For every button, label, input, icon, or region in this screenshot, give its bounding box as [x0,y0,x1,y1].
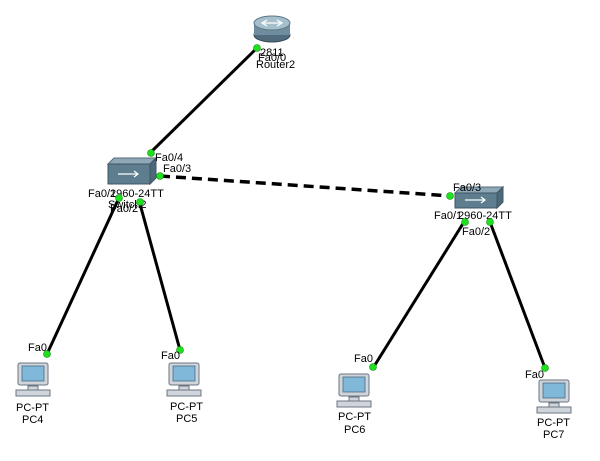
pc-icon [536,379,572,414]
switch-right-port-fa0-3-label: Fa0/3 [453,182,481,194]
switch2-port-fa0-3-label: Fa0/3 [163,163,191,175]
port-status-dot [43,350,51,358]
port-status-dot [253,44,261,52]
port-status-dot [369,363,377,371]
pc-icon [166,362,202,397]
pc4-name-label: PC4 [22,414,43,426]
port-status-dot [136,198,144,206]
link-switch2-switch-right[interactable] [159,174,452,198]
pc5-name-label: PC5 [176,413,197,425]
pc7-name-label: PC7 [543,429,564,441]
pc6-name-label: PC6 [344,424,365,436]
port-status-dot [115,194,123,202]
pc-icon [336,373,372,408]
link-switch2-pc5[interactable] [138,203,182,351]
switch-icon [453,185,505,210]
pc7-device[interactable]: PC-PT PC7 [536,379,572,441]
port-status-dot [176,346,184,354]
link-router-switch2[interactable] [148,45,260,155]
switch2-model-label: 2960-24TT [110,188,164,200]
link-switch-right-pc7[interactable] [488,221,547,369]
pc4-type-label: PC-PT [16,402,49,414]
router-name-label: Router2 [256,59,295,71]
switch-right-model-label: 2960-24TT [458,210,512,222]
port-status-dot [156,172,164,180]
router-model-label: 2811 [260,47,284,59]
router-port-label: Fa0/0 [258,52,286,64]
pc5-type-label: PC-PT [170,401,203,413]
port-status-dot [461,218,469,226]
switch2-port-fa0-4-label: Fa0/4 [155,152,183,164]
link-switch-right-pc6[interactable] [371,221,466,369]
port-status-dot [446,192,454,200]
switch-right-port-fa0-1-label: Fa0/1 [434,210,462,222]
switch-right-device[interactable]: 2960-24TT [453,185,512,222]
pc6-device[interactable]: PC-PT PC6 [336,373,372,436]
pc-icon [15,362,51,397]
router-icon [253,15,291,43]
switch-icon [106,156,158,186]
switch-right-port-fa0-2-label: Fa0/2 [462,226,490,238]
port-status-dot [147,149,155,157]
pc4-port-label: Fa0 [28,342,47,354]
link-switch2-pc4[interactable] [45,199,120,355]
switch2-port-fa0-1-label: Fa0/1 [88,188,116,200]
pc6-type-label: PC-PT [338,411,371,423]
pc4-device[interactable]: PC-PT PC4 [15,362,51,426]
port-status-dot [486,218,494,226]
pc5-port-label: Fa0 [161,350,180,362]
port-status-dot [541,364,549,372]
router2-device[interactable]: 2811 Router2 [253,15,295,71]
switch2-port-fa0-2-label: Fa0/2 [110,203,138,215]
pc6-port-label: Fa0 [354,353,373,365]
pc7-type-label: PC-PT [537,417,570,429]
pc5-device[interactable]: PC-PT PC5 [166,362,203,425]
pc7-port-label: Fa0 [525,369,544,381]
